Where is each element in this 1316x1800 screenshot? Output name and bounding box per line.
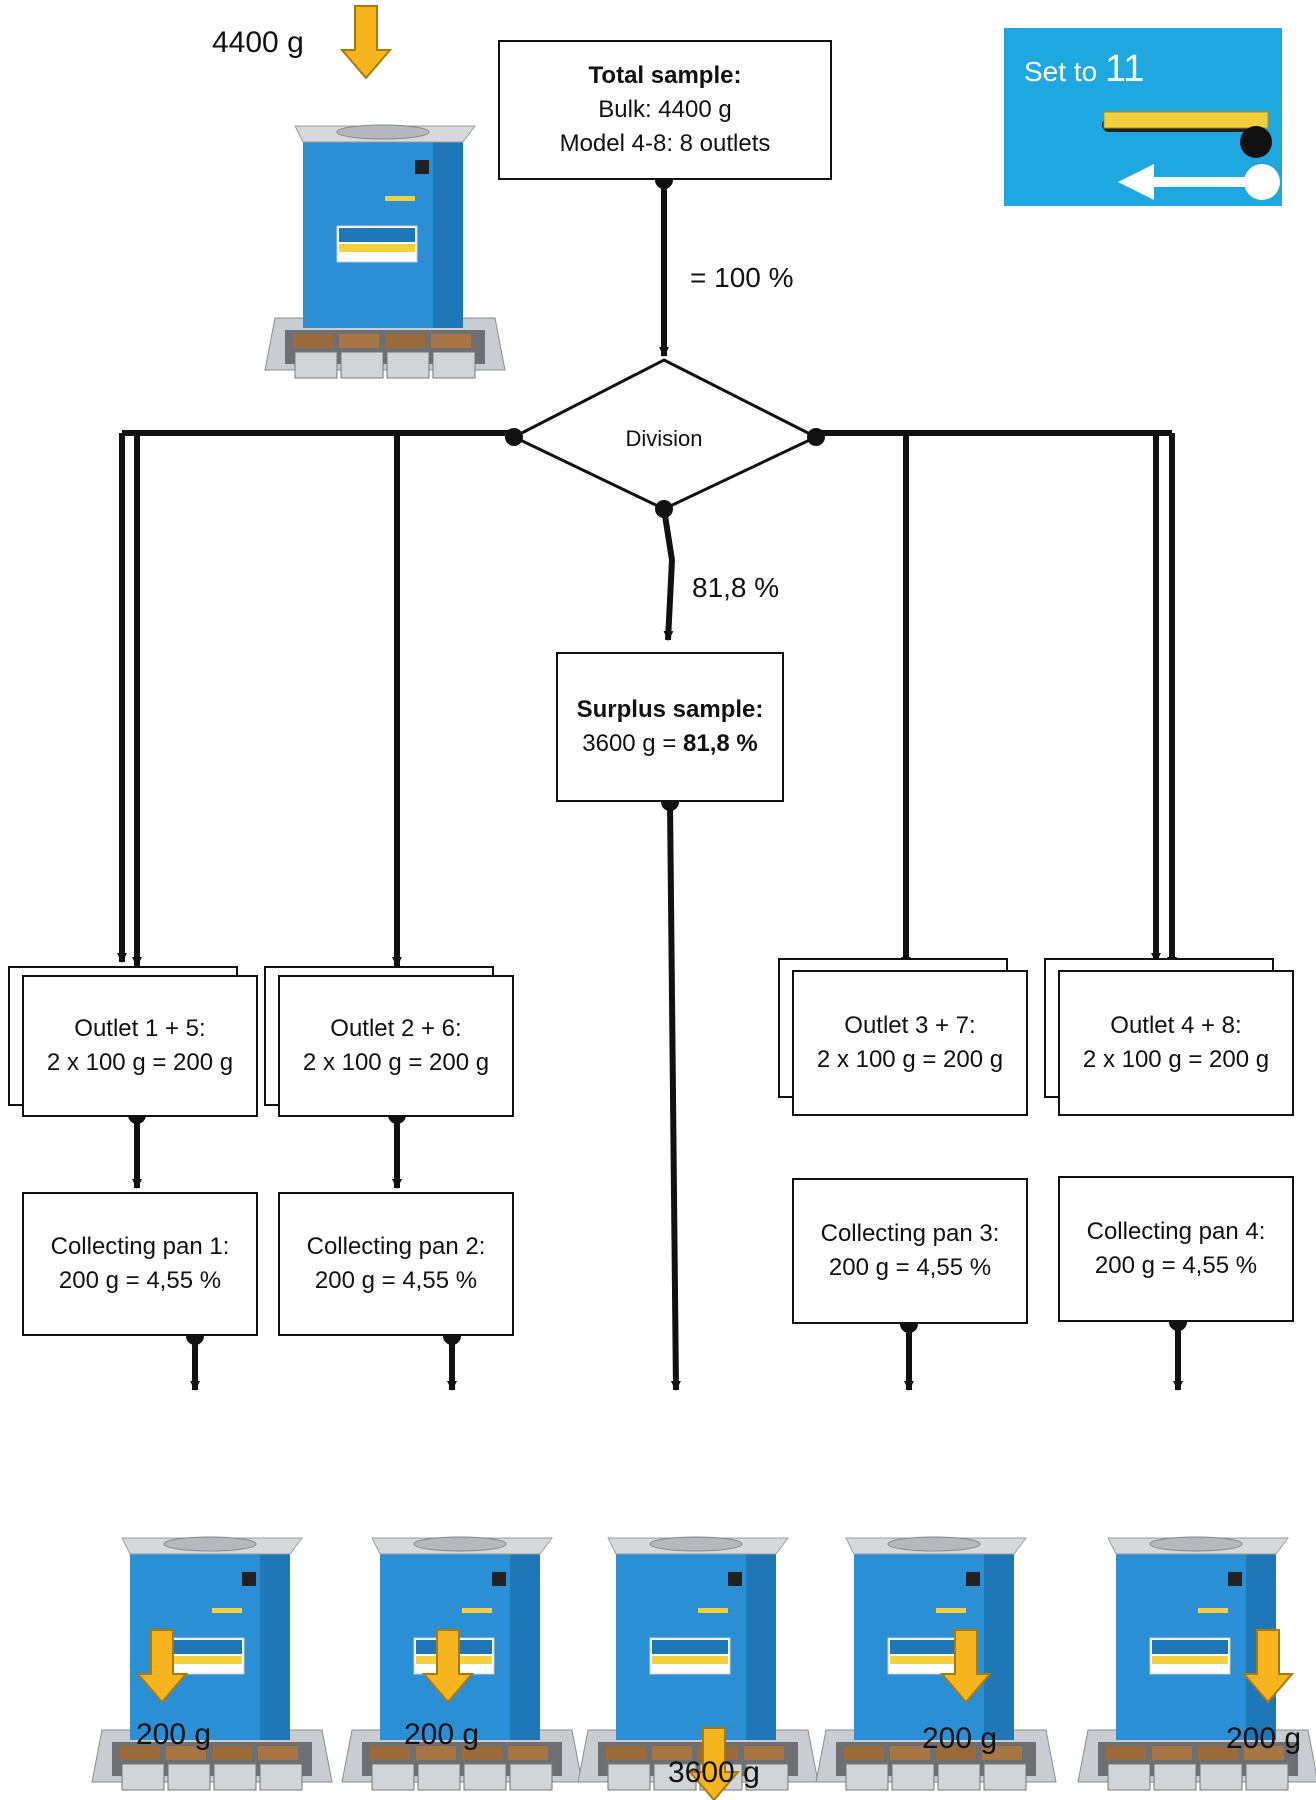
machine-top-image [264,124,506,379]
pan-2-title: Collecting pan 2: [306,1233,486,1260]
surplus-sample-mass: 3600 g = [582,730,684,757]
output-surplus-label: 3600 g [668,1756,760,1789]
outlet-1-title: Outlet 1 + 5: [74,1015,206,1042]
output-pan4-label: 200 g [1226,1722,1302,1755]
outlet-4-value: 2 x 100 g = 200 g [1082,1046,1270,1073]
machine-pan1-image [91,1536,333,1791]
pan-3-title: Collecting pan 3: [820,1220,1000,1247]
output-pan3-label: 200 g [922,1722,998,1755]
outlet-3-title: Outlet 3 + 7: [844,1012,976,1039]
total-percent-label: = 100 % [690,262,794,293]
total-sample-model: Model 4-8: 8 outlets [559,130,771,157]
surplus-sample-title: Surplus sample: [576,696,764,723]
outlet-1-box: Outlet 1 + 5: 2 x 100 g = 200 g [22,975,258,1117]
pan-4-box: Collecting pan 4: 200 g = 4,55 % [1058,1176,1294,1322]
pan-3-value: 200 g = 4,55 % [828,1254,992,1281]
pan-4-title: Collecting pan 4: [1086,1218,1266,1245]
slider-lever-icon [1102,111,1280,200]
outlet-2-value: 2 x 100 g = 200 g [302,1049,490,1076]
output-pan2-label: 200 g [404,1718,480,1751]
machine-pan2-image [341,1536,583,1791]
total-sample-bulk: Bulk: 4400 g [598,96,732,123]
surplus-sample-box: Surplus sample: 3600 g = 81,8 % [556,652,784,802]
pan-1-box: Collecting pan 1: 200 g = 4,55 % [22,1192,258,1336]
outlet-3-box: Outlet 3 + 7: 2 x 100 g = 200 g [792,970,1028,1116]
output-pan1-label: 200 g [136,1718,212,1751]
setting-tile: Set to 11 [1004,28,1282,206]
surplus-sample-line: 3600 g = 81,8 % [582,727,757,761]
total-sample-box: Total sample: Bulk: 4400 g Model 4-8: 8 … [498,40,832,180]
setting-value: 11 [1104,48,1145,90]
setting-text: Set to 11 [1024,48,1144,91]
outlet-1-value: 2 x 100 g = 200 g [46,1049,234,1076]
yellow-arrow-input [341,5,391,79]
pan-1-title: Collecting pan 1: [50,1233,230,1260]
pan-2-box: Collecting pan 2: 200 g = 4,55 % [278,1192,514,1336]
surplus-percent-label: 81,8 % [692,572,780,603]
pan-1-value: 200 g = 4,55 % [58,1267,222,1294]
pan-3-box: Collecting pan 3: 200 g = 4,55 % [792,1178,1028,1324]
division-label: Division [625,426,703,451]
pan-4-value: 200 g = 4,55 % [1094,1252,1258,1279]
pan-2-value: 200 g = 4,55 % [314,1267,478,1294]
surplus-sample-percent: 81,8 % [683,730,758,757]
outlet-3-value: 2 x 100 g = 200 g [816,1046,1004,1073]
outlet-2-title: Outlet 2 + 6: [330,1015,462,1042]
outlet-4-title: Outlet 4 + 8: [1110,1012,1242,1039]
outlet-4-box: Outlet 4 + 8: 2 x 100 g = 200 g [1058,970,1294,1116]
machine-surplus-image [577,1536,819,1791]
outlet-2-box: Outlet 2 + 6: 2 x 100 g = 200 g [278,975,514,1117]
input-mass-label: 4400 g [212,26,304,59]
total-sample-title: Total sample: [588,62,742,89]
setting-label: Set to [1024,56,1098,87]
